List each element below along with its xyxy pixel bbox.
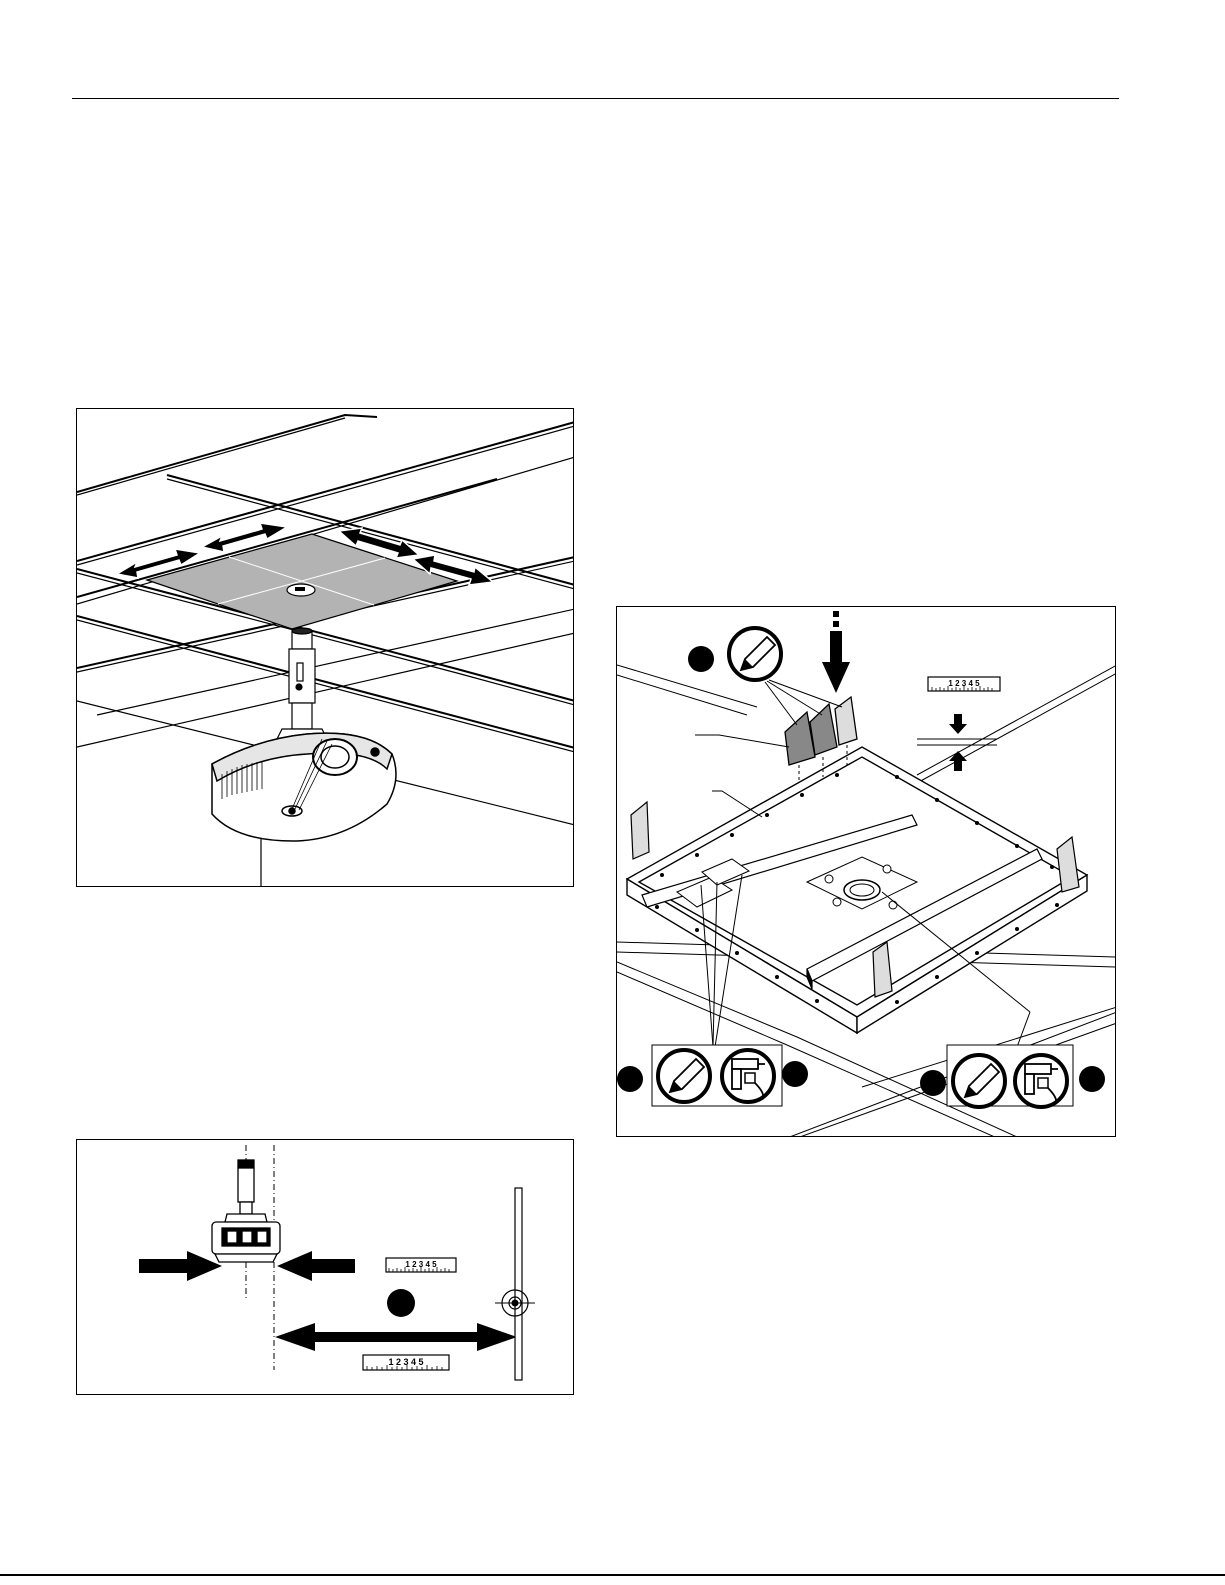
callout-dot-icon (1079, 1066, 1105, 1092)
ceiling-rail (97, 609, 574, 715)
ceiling-rail (77, 616, 574, 748)
arrow-icon (139, 1251, 222, 1281)
arrow-icon (949, 751, 967, 771)
pencil-icon (658, 1050, 710, 1102)
callout-dot-icon (688, 646, 714, 672)
footer-rule (0, 1574, 1225, 1576)
leader-line (695, 735, 789, 747)
figure-frame-assembly: 1 2 3 4 5 (616, 606, 1116, 1137)
callout-dot-icon (782, 1061, 808, 1087)
screen-wall (515, 1188, 522, 1380)
arrow-icon (949, 714, 967, 734)
arrow-icon (277, 1251, 355, 1281)
figure-ceiling-installation (76, 408, 574, 887)
svg-text:1 2 3 4 5: 1 2 3 4 5 (948, 679, 980, 688)
arrow-icon (822, 611, 850, 693)
drill-icon (722, 1050, 774, 1102)
offset-illustration: 1 2 3 4 5 1 2 3 4 5 (77, 1140, 574, 1395)
ceiling-rail (77, 620, 574, 752)
corner-bracket-highlight (810, 704, 837, 755)
callout-dot-icon (617, 1066, 643, 1092)
ruler-icon: 1 2 3 4 5 (363, 1355, 449, 1370)
ruler-icon: 1 2 3 4 5 (386, 1258, 456, 1272)
arrow-icon (275, 1323, 517, 1351)
crosshair-icon (495, 1285, 535, 1321)
callout-dot-icon (387, 1289, 415, 1317)
svg-text:1 2 3 4 5: 1 2 3 4 5 (405, 1260, 437, 1269)
corner-bracket (631, 802, 649, 859)
ceiling-rail (617, 675, 747, 715)
callout-dot-icon (920, 1070, 946, 1096)
svg-text:1 2 3 4 5: 1 2 3 4 5 (388, 1357, 423, 1367)
mount-pole (238, 1160, 254, 1168)
ruler-icon: 1 2 3 4 5 (928, 677, 1000, 691)
drill-icon (1015, 1055, 1067, 1107)
figure-projector-offset: 1 2 3 4 5 1 2 3 4 5 (76, 1139, 574, 1395)
pencil-icon (953, 1055, 1005, 1107)
ceiling-rail (77, 415, 377, 492)
ceiling-illustration (77, 409, 574, 887)
ceiling-rail (77, 418, 345, 495)
header-rule (72, 98, 1119, 99)
pencil-icon (729, 628, 781, 680)
frame-illustration: 1 2 3 4 5 (617, 607, 1116, 1137)
ceiling-rail (77, 633, 574, 747)
corner-bracket-highlight (785, 712, 815, 765)
